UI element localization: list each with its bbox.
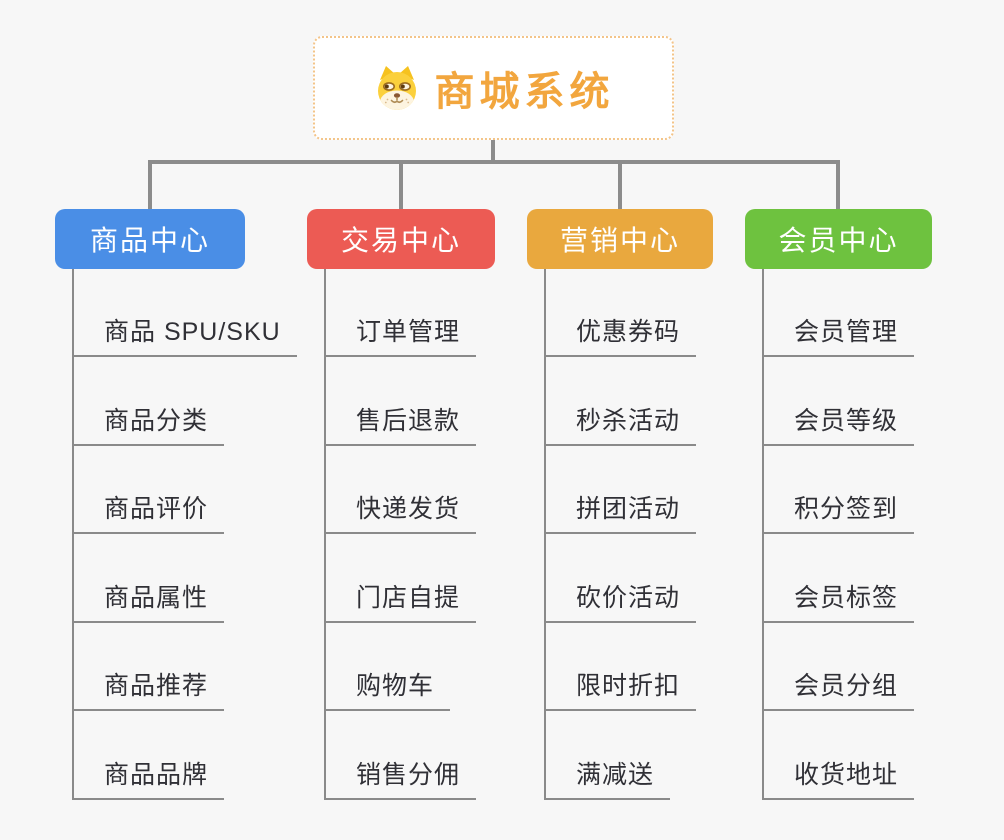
leaf-topic[interactable]: 商品品牌	[72, 760, 225, 800]
leaf-topic[interactable]: 拼团活动	[544, 494, 697, 534]
leaf-topic[interactable]: 限时折扣	[544, 671, 697, 711]
root-title: 商城系统	[434, 70, 615, 114]
leaf-topic[interactable]: 售后退款	[324, 406, 477, 446]
leaf-topic[interactable]: 商品评价	[72, 494, 225, 534]
branch-product-center[interactable]: 商品中心	[55, 209, 245, 269]
leaf-topic[interactable]: 购物车	[324, 671, 451, 711]
connector-column-2	[324, 269, 326, 800]
leaf-topic[interactable]: 销售分佣	[324, 760, 477, 800]
connector-drop-4	[836, 160, 840, 212]
branch-member-center[interactable]: 会员中心	[745, 209, 932, 269]
leaf-topic[interactable]: 订单管理	[324, 317, 477, 357]
leaf-topic[interactable]: 会员管理	[762, 317, 915, 357]
connector-drop-2	[399, 160, 403, 212]
leaf-topic[interactable]: 商品推荐	[72, 671, 225, 711]
dog-face-icon	[373, 64, 421, 112]
connector-drop-1	[148, 160, 152, 212]
leaf-topic[interactable]: 会员等级	[762, 406, 915, 446]
leaf-topic[interactable]: 满减送	[544, 760, 671, 800]
leaf-topic[interactable]: 积分签到	[762, 494, 915, 534]
branch-marketing-center[interactable]: 营销中心	[527, 209, 713, 269]
connector-column-4	[762, 269, 764, 800]
root-node[interactable]: 商城系统	[313, 36, 674, 140]
leaf-topic[interactable]: 优惠券码	[544, 317, 697, 357]
leaf-topic[interactable]: 收货地址	[762, 760, 915, 800]
leaf-topic[interactable]: 商品分类	[72, 406, 225, 446]
leaf-topic[interactable]: 快递发货	[324, 494, 477, 534]
connector-drop-3	[618, 160, 622, 212]
leaf-topic[interactable]: 商品 SPU/SKU	[72, 317, 297, 357]
connector-column-3	[544, 269, 546, 800]
branch-trade-center[interactable]: 交易中心	[307, 209, 495, 269]
connector-bus	[148, 160, 840, 164]
connector-root-stub	[491, 140, 495, 164]
leaf-topic[interactable]: 会员标签	[762, 583, 915, 623]
connector-column-1	[72, 269, 74, 800]
leaf-topic[interactable]: 会员分组	[762, 671, 915, 711]
leaf-topic[interactable]: 秒杀活动	[544, 406, 697, 446]
leaf-topic[interactable]: 门店自提	[324, 583, 477, 623]
leaf-topic[interactable]: 商品属性	[72, 583, 225, 623]
leaf-topic[interactable]: 砍价活动	[544, 583, 697, 623]
